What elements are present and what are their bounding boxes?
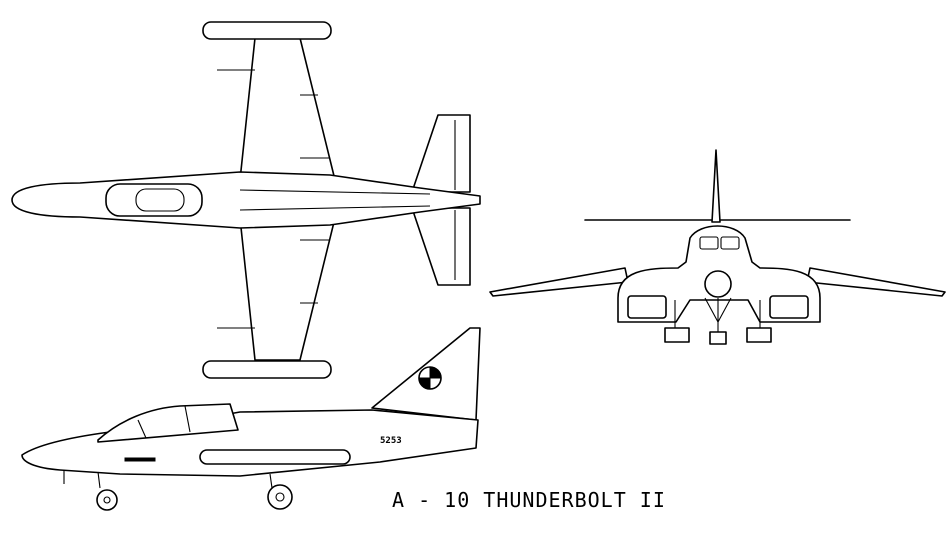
side-view-canopy [97,403,239,443]
front-view-left-wing [489,267,629,297]
top-view-lower-wing [239,217,336,361]
side-view-main-wheel [267,484,293,510]
front-view-right-intake [769,295,809,319]
top-view [11,21,481,379]
front-view-nose-wheel [709,331,727,345]
drawing-caption: A - 10 THUNDERBOLT II [392,488,666,512]
top-view-lower-tip-tank [202,360,332,379]
top-view-canopy [105,183,203,217]
top-view-upper-stabilizer [411,114,471,193]
side-view: 5253 [21,327,481,511]
front-view [489,149,946,345]
front-view-right-wheels [746,327,772,343]
top-view-upper-wing [239,37,336,181]
top-view-fuselage [11,171,481,229]
front-view-fin [711,149,721,223]
side-view-fuselage [21,409,479,477]
front-view-left-wheels [664,327,690,343]
top-view-lower-stabilizer [411,207,471,286]
side-view-tip-tank [199,449,351,465]
front-view-nose [704,270,732,298]
front-view-left-intake [627,295,667,319]
top-view-upper-tip-tank [202,21,332,40]
front-view-right-wing [806,267,946,297]
side-view-nose-wheel [96,489,118,511]
side-view-serial-number: 5253 [380,436,402,446]
